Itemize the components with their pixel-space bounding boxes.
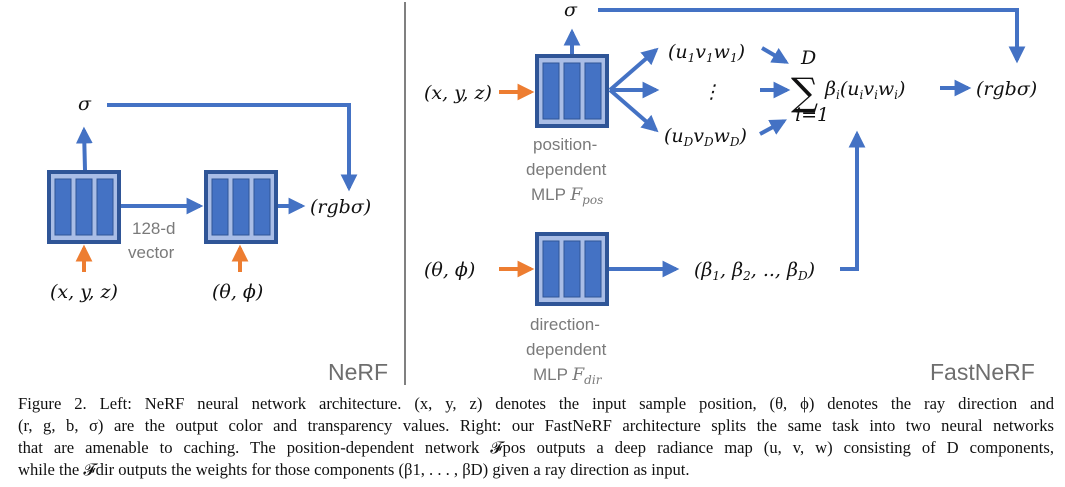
- caption-line-4: while the 𝓕dir outputs the weights for t…: [18, 460, 690, 479]
- fastnerf-uvw-first-label: (u1v1w1): [668, 41, 745, 65]
- fastnerf-output-label: (rgbσ): [976, 78, 1037, 100]
- fastnerf-sum-in-3: [759, 119, 787, 136]
- fastnerf-sigma-label: σ: [564, 0, 578, 21]
- nerf-output-label: (rgbσ): [310, 196, 371, 218]
- fastnerf-position-label: (x, y, z): [424, 82, 492, 104]
- fastnerf-sum-in-1: [760, 46, 789, 64]
- dir-mlp-label-3: MLP Fdir: [533, 365, 603, 387]
- fastnerf-uvw-last-arrow: [608, 88, 659, 133]
- fastnerf-sum-term: βi(uiviwi): [824, 78, 905, 102]
- nerf-direction-label: (θ, ϕ): [212, 281, 263, 303]
- fastnerf-uvw-last-label: (uDvDwD): [664, 125, 747, 149]
- pos-mlp-label-3: MLP Fpos: [531, 185, 603, 207]
- fastnerf-beta-to-sum-arrow: [840, 130, 866, 271]
- dir-mlp-label-2: dependent: [526, 340, 607, 359]
- fastnerf-title: FastNeRF: [930, 359, 1035, 385]
- nerf-panel: σ (rgbσ) 128-d vector (x, y, z) (θ, ϕ) N…: [47, 93, 388, 385]
- pos-mlp-label-2: dependent: [526, 160, 607, 179]
- nerf-vector-label-2: vector: [128, 243, 175, 262]
- nerf-position-label: (x, y, z): [50, 281, 118, 303]
- fastnerf-panel: σ (x, y, z) (u1v1w1) ⋮ (uDvDwD) D ∑ i=1 …: [424, 0, 1037, 387]
- fastnerf-position-mlp: [535, 54, 609, 128]
- fastnerf-direction-label: (θ, ϕ): [424, 259, 475, 281]
- nerf-sigma-arrow: [75, 126, 93, 171]
- fastnerf-sigma-to-output-arrow: [598, 8, 1026, 64]
- nerf-vector-label-1: 128-d: [132, 219, 175, 238]
- fastnerf-direction-mlp: [535, 232, 609, 306]
- fastnerf-sum-symbol: ∑: [791, 70, 818, 114]
- nerf-sigma-label: σ: [78, 93, 92, 115]
- figure-caption: Figure 2. Left: NeRF neural network arch…: [18, 393, 1054, 481]
- nerf-mlp-1: [47, 170, 121, 244]
- caption-line-2: (r, g, b, σ) are the output color and tr…: [18, 416, 1054, 435]
- caption-line-3: that are amenable to caching. The positi…: [18, 438, 1054, 457]
- fastnerf-sum-lower: i=1: [795, 104, 829, 126]
- pos-mlp-label-1: position-: [533, 135, 597, 154]
- architecture-diagram: σ (rgbσ) 128-d vector (x, y, z) (θ, ϕ) N…: [47, 0, 1037, 387]
- fastnerf-beta-label: (β1, β2, .., βD): [694, 259, 815, 283]
- nerf-title: NeRF: [328, 359, 388, 385]
- fastnerf-uvw-ellipsis: ⋮: [702, 81, 721, 103]
- dir-mlp-label-1: direction-: [530, 315, 600, 334]
- fastnerf-uvw-first-arrow: [608, 47, 659, 92]
- nerf-sigma-to-output-arrow: [107, 103, 358, 192]
- nerf-mlp-2: [204, 170, 278, 244]
- fastnerf-sum-upper: D: [800, 47, 816, 69]
- caption-line-1: Figure 2. Left: NeRF neural network arch…: [18, 394, 1054, 413]
